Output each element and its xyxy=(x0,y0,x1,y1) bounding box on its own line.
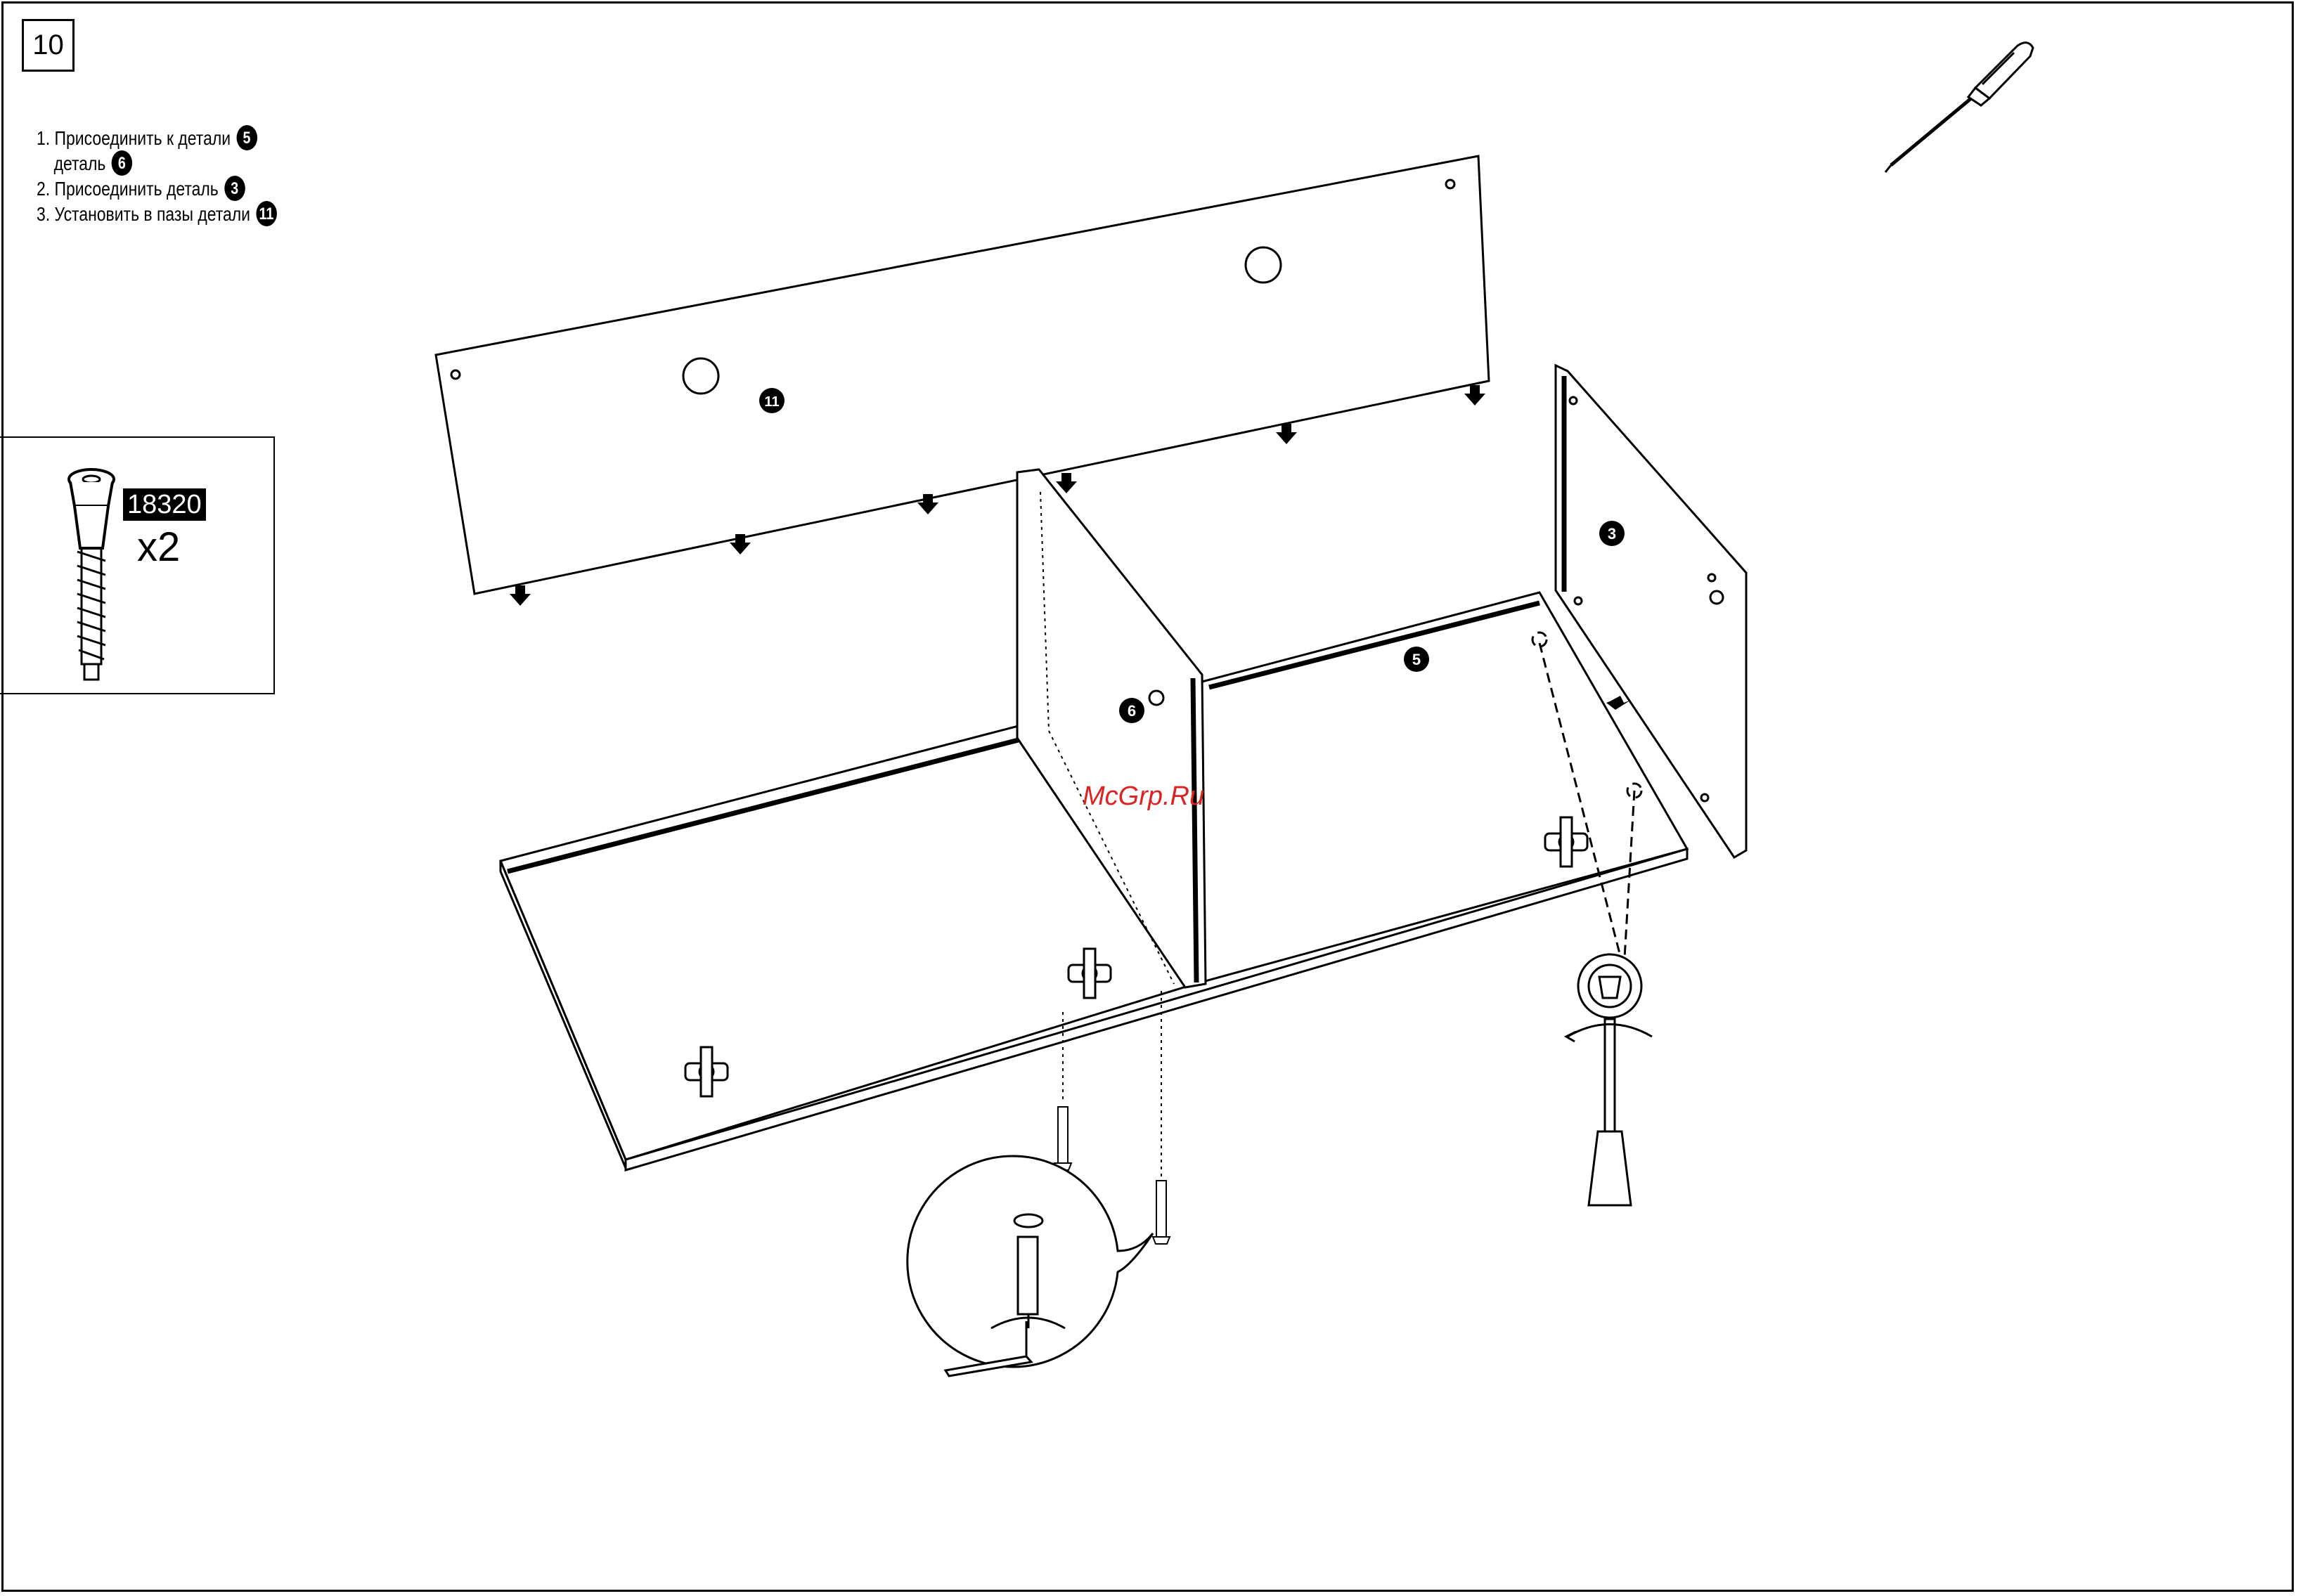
label-6: 6 xyxy=(1128,702,1136,720)
back-panel xyxy=(436,156,1489,594)
label-5: 5 xyxy=(1412,651,1421,668)
label-3: 3 xyxy=(1608,525,1616,543)
label-11: 11 xyxy=(764,394,779,410)
screwdriver-cam-detail xyxy=(1566,954,1652,1205)
hex-key-detail-icon xyxy=(908,1156,1153,1376)
watermark: McGrp.Ru xyxy=(1083,781,1204,812)
